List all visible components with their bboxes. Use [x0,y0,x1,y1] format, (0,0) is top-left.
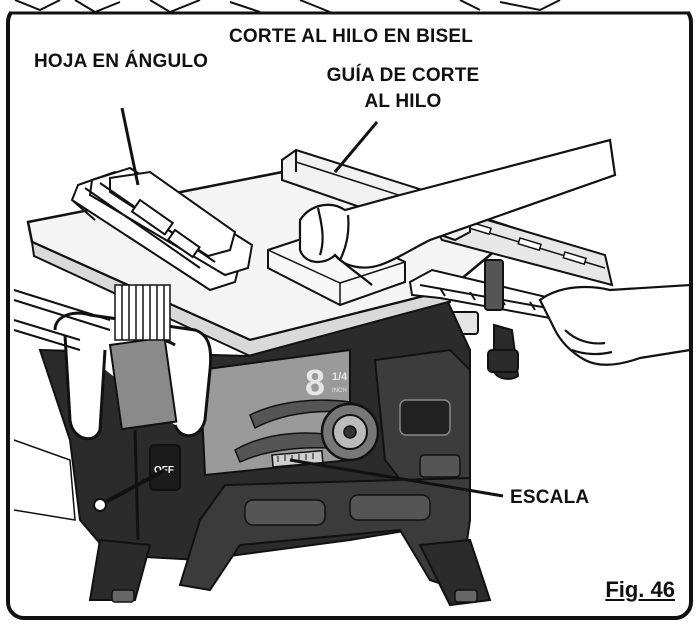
clamp-block [108,336,178,431]
label-hoja-angulo: HOJA EN ÁNGULO [34,51,209,72]
blade-guard [70,166,254,292]
crank-stem [133,429,140,541]
blade-size-main: 8 [305,362,325,403]
workpiece-edge-2 [339,261,406,284]
rail-slot-3 [562,251,587,266]
table-shadow [13,439,76,521]
bevel-knob-hub [343,425,357,439]
scale-ticks [277,453,314,462]
foot-left [88,538,152,601]
rail-slot-2 [517,237,542,252]
blade-size-fraction: 1/4 [332,371,348,383]
label-corte-bisel: CORTE AL HILO EN BISEL [229,26,474,47]
leader-guia [333,121,379,173]
figure-reference: Fig. 46 [605,577,675,602]
foot-pad-right [454,589,478,603]
foot-pad-left [111,589,135,603]
left-rails [13,289,111,351]
housing-vent [399,399,451,436]
fence-comb [114,284,171,341]
table-edge [30,240,452,358]
housing-bracket [419,454,461,478]
label-escala: ESCALA [510,487,590,508]
base-handle-left [244,499,326,526]
leader-escala [289,458,504,498]
leader-hoja [120,107,140,186]
base-handle-right [349,494,431,521]
right-hand [538,283,692,366]
top-strip [10,0,689,14]
crank-rod [99,468,166,507]
label-guia-line2: AL HILO [364,91,442,112]
label-guia-line1: GUÍA DE CORTE [326,65,480,86]
foot-right [418,538,492,607]
left-hand [298,138,617,286]
power-switch [149,444,181,491]
crank-knob [93,498,107,512]
blade-size-unit: INCH [332,388,347,394]
workpiece-edge [267,249,341,284]
